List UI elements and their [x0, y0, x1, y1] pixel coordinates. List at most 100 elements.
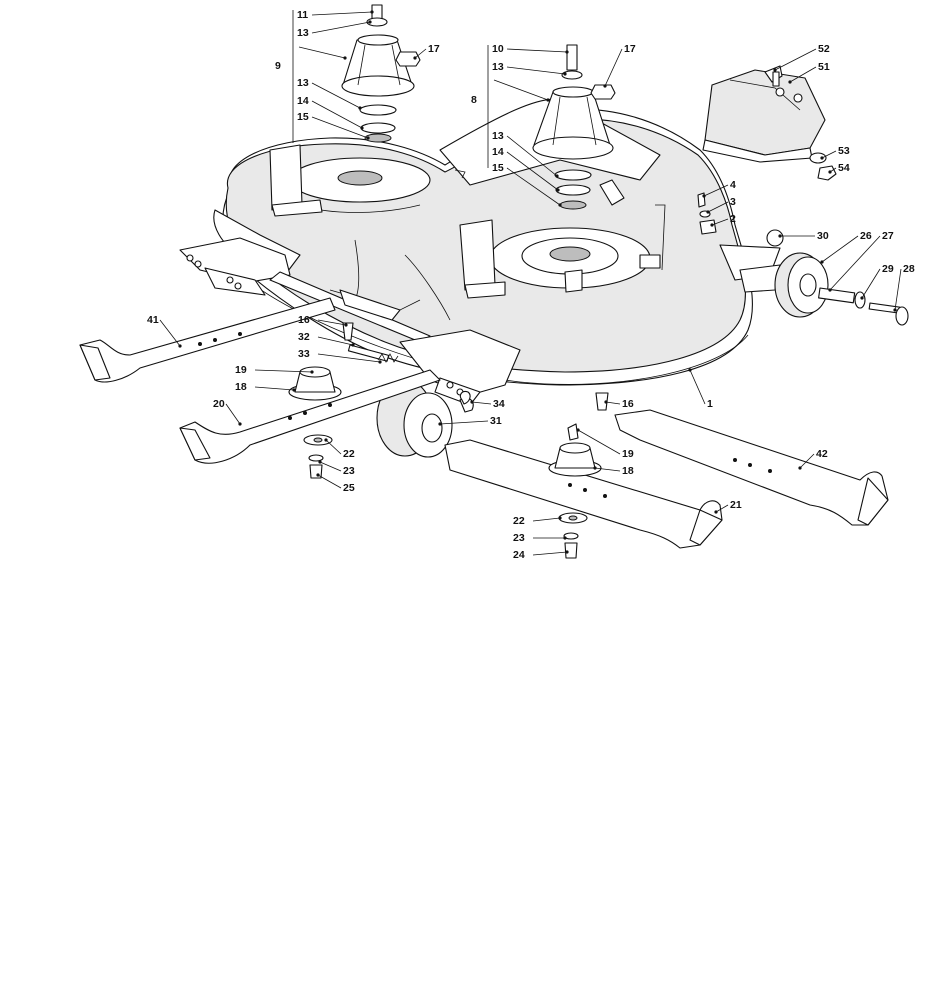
callout-1: 1 — [707, 398, 713, 410]
callout-19: 19 — [235, 364, 247, 376]
callout-2: 2 — [730, 213, 736, 225]
blade-20 — [179, 369, 441, 464]
leader-line — [506, 167, 561, 206]
belt-guard-cover — [702, 65, 837, 181]
assembly-group-brackets — [292, 10, 489, 168]
leader-line — [414, 48, 427, 59]
leader-line — [471, 401, 492, 405]
leader-dot — [413, 56, 417, 60]
leader-line — [225, 403, 241, 425]
leader-dot — [344, 323, 348, 327]
leader-line — [532, 551, 568, 556]
callout-13: 13 — [492, 61, 504, 73]
leader-line — [298, 46, 346, 59]
leader-line — [605, 401, 621, 405]
leader-dot — [788, 80, 792, 84]
callout-10: 10 — [492, 43, 504, 55]
leader-dot — [604, 400, 608, 404]
leader-line — [604, 48, 623, 87]
blade-hubs — [288, 366, 602, 477]
leader-line — [311, 11, 373, 16]
callout-22: 22 — [343, 448, 355, 460]
leader-line — [689, 369, 706, 405]
leader-line — [707, 201, 729, 213]
leader-dot — [546, 98, 550, 102]
callout-27: 27 — [882, 230, 894, 242]
callout-15: 15 — [297, 111, 309, 123]
leader-line — [325, 439, 342, 455]
leader-line — [799, 453, 815, 469]
leader-dot — [714, 510, 718, 514]
callout-17: 17 — [428, 43, 440, 55]
callout-28: 28 — [903, 263, 915, 275]
leader-line — [317, 353, 381, 363]
leader-line — [506, 135, 558, 177]
callout-26: 26 — [860, 230, 872, 242]
leader-dot — [470, 400, 474, 404]
leader-dot — [710, 223, 714, 227]
leader-line — [506, 48, 568, 53]
blade-42 — [614, 409, 889, 526]
leader-dot — [555, 174, 559, 178]
callout-22: 22 — [513, 515, 525, 527]
leader-dot — [370, 10, 374, 14]
leader-line — [506, 66, 566, 75]
callout-13: 13 — [297, 77, 309, 89]
leader-line — [317, 474, 342, 489]
callout-16: 16 — [622, 398, 634, 410]
leader-line — [829, 235, 881, 291]
leader-dot — [343, 56, 347, 60]
callout-14: 14 — [492, 146, 504, 158]
leader-dot — [828, 170, 832, 174]
leader-dot — [360, 126, 364, 130]
leader-dot — [706, 210, 710, 214]
leader-dot — [828, 288, 832, 292]
blade-41 — [79, 297, 336, 383]
leader-dot — [292, 388, 296, 392]
leader-dot — [860, 296, 864, 300]
leader-line — [789, 66, 817, 83]
leader-line — [715, 504, 729, 513]
leader-dot — [603, 84, 607, 88]
leader-dot — [593, 466, 597, 470]
leader-line — [506, 151, 559, 191]
leader-line — [577, 429, 621, 455]
callout-8: 8 — [471, 94, 477, 106]
blade-21 — [444, 439, 723, 549]
leader-line — [311, 82, 361, 109]
leader-line — [254, 386, 295, 391]
callout-23: 23 — [513, 532, 525, 544]
leader-line — [894, 268, 902, 311]
leader-dot — [565, 550, 569, 554]
leader-dot — [178, 344, 182, 348]
leader-line — [439, 420, 489, 425]
callout-11: 11 — [297, 9, 308, 21]
leader-dot — [565, 50, 569, 54]
front-roller-wheel — [376, 379, 474, 458]
callout-53: 53 — [838, 145, 850, 157]
callout-labels: 11 13 9 17 13 14 15 10 17 13 8 13 14 15 … — [147, 9, 915, 561]
leader-dot — [773, 68, 777, 72]
leader-dot — [558, 203, 562, 207]
callout-20: 20 — [213, 398, 225, 410]
callout-9: 9 — [275, 60, 281, 72]
leader-line — [703, 184, 729, 197]
leader-dot — [893, 308, 897, 312]
callout-33: 33 — [298, 348, 310, 360]
callout-54: 54 — [838, 162, 850, 174]
callout-41: 41 — [147, 314, 159, 326]
leader-dot — [820, 156, 824, 160]
callout-18: 18 — [622, 465, 634, 477]
right-spindle-assembly — [532, 44, 616, 210]
leader-line — [594, 467, 621, 472]
leader-line — [311, 21, 371, 34]
leader-line — [319, 461, 342, 472]
leader-line — [254, 369, 313, 373]
clip-34 — [459, 391, 471, 405]
leader-line — [311, 116, 369, 139]
callout-18: 18 — [235, 381, 247, 393]
callout-23: 23 — [343, 465, 355, 477]
leader-dot — [576, 428, 580, 432]
leader-dot — [558, 516, 562, 520]
leader-dot — [702, 194, 706, 198]
